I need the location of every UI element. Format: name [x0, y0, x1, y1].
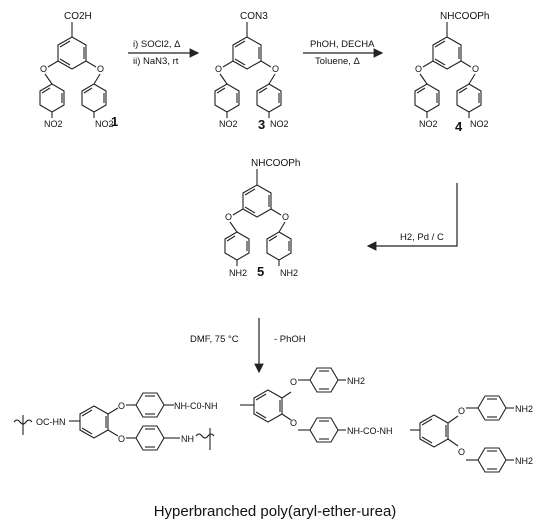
nh-end-group: NH — [181, 434, 194, 444]
step-1-conditions-line1: i) SOCl2, Δ — [133, 39, 181, 50]
ether-oxygen-c1: O — [458, 406, 465, 416]
core-ring-a — [79, 405, 109, 439]
compound-number-1: 1 — [111, 114, 118, 129]
central-ring — [57, 36, 87, 70]
nitro-label-left: NO2 — [219, 119, 238, 129]
ether-oxygen-right: O — [282, 212, 289, 222]
aryl-ring-c-upper — [477, 395, 507, 421]
ether-oxygen-left: O — [415, 64, 422, 74]
nitro-label-right: NO2 — [270, 119, 289, 129]
left-end-group: OC-HN — [36, 417, 66, 427]
acyl-azide-label: CON3 — [240, 11, 268, 22]
carbamate-label: NHCOOPh — [440, 11, 489, 22]
right-aryl-ring — [456, 83, 482, 113]
aryl-ring-b-lower — [309, 417, 339, 443]
aryl-ring-a-upper — [135, 392, 165, 418]
compound-number-5: 5 — [257, 264, 264, 279]
compound-5: NHCOOPh O O NH2 NH2 5 — [224, 158, 300, 279]
right-aryl-ring — [266, 231, 292, 261]
ether-oxygen-right: O — [272, 64, 279, 74]
aryl-ring-a-lower — [135, 425, 165, 451]
step-2-conditions-line1: PhOH, DECHA — [310, 39, 375, 50]
ether-oxygen-left: O — [215, 64, 222, 74]
compound-number-4: 4 — [455, 119, 463, 134]
chain-break-mid — [195, 433, 215, 439]
ether-oxygen-left: O — [40, 64, 47, 74]
nitro-label-left: NO2 — [419, 119, 438, 129]
step-4-conditions-line1: DMF, 75 °C — [190, 334, 239, 345]
amine-label-c2: NH2 — [515, 456, 533, 466]
step-4-conditions-line2: - PhOH — [274, 334, 306, 345]
left-aryl-ring — [39, 83, 65, 113]
aryl-ring-b-upper — [309, 367, 339, 393]
core-ring-c — [419, 414, 449, 448]
central-ring — [242, 184, 272, 218]
core-ring-b — [253, 389, 283, 423]
hyperbranched-polymer: OC-HN O O NH-C0-NH NH — [13, 367, 533, 473]
ether-oxygen-left: O — [225, 212, 232, 222]
central-ring — [232, 36, 262, 70]
left-aryl-ring — [214, 83, 240, 113]
compound-number-3: 3 — [258, 117, 265, 132]
step-3-conditions: H2, Pd / C — [400, 232, 444, 243]
aryl-ring-c-lower — [477, 447, 507, 473]
ether-oxygen-right: O — [97, 64, 104, 74]
polymer-title: Hyperbranched poly(aryl-ether-urea) — [154, 503, 397, 520]
amine-label-left: NH2 — [229, 268, 247, 278]
arrow-step-3 — [366, 183, 458, 251]
ether-oxygen-c2: O — [458, 447, 465, 457]
left-aryl-ring — [414, 83, 440, 113]
step-1-conditions-line2: ii) NaN3, rt — [133, 56, 179, 67]
carboxylic-acid-label: CO2H — [64, 11, 92, 22]
ether-oxygen-a2: O — [118, 434, 125, 444]
amine-label-right: NH2 — [280, 268, 298, 278]
ether-oxygen-right: O — [472, 64, 479, 74]
compound-1: CO2H O O NO2 NO2 1 — [39, 11, 118, 129]
right-aryl-ring — [256, 83, 282, 113]
central-ring — [432, 36, 462, 70]
amine-label-c1: NH2 — [515, 404, 533, 414]
left-aryl-ring — [224, 231, 250, 261]
nitro-label-right: NO2 — [470, 119, 489, 129]
ether-oxygen-b2: O — [290, 418, 297, 428]
step-2-conditions-line2: Toluene, Δ — [315, 56, 361, 67]
nitro-label-right: NO2 — [95, 119, 114, 129]
compound-3: CON3 O O NO2 NO2 3 — [214, 11, 289, 132]
amine-label-b: NH2 — [347, 376, 365, 386]
right-aryl-ring — [81, 83, 107, 113]
compound-4: NHCOOPh O O NO2 NO2 4 — [414, 11, 489, 134]
urea-linker-b: NH-CO-NH — [347, 426, 393, 436]
ether-oxygen-a1: O — [118, 401, 125, 411]
nitro-label-left: NO2 — [44, 119, 63, 129]
carbamate-label: NHCOOPh — [251, 158, 300, 169]
urea-linker-a: NH-C0-NH — [174, 401, 218, 411]
ether-oxygen-b1: O — [290, 377, 297, 387]
